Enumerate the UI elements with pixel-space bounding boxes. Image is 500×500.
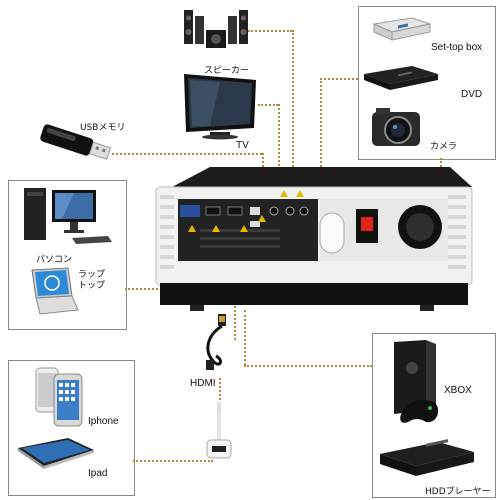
port-arrow-1 <box>188 225 196 232</box>
connector-speaker-v <box>292 30 294 182</box>
port-arrow-2 <box>212 225 220 232</box>
hdd-label: HDDプレーヤー <box>425 487 491 497</box>
connector-pc-h <box>125 288 190 290</box>
port-arrow-6 <box>296 190 304 197</box>
hdmi-label: HDMI <box>190 378 216 389</box>
settop-box-icon <box>372 17 432 41</box>
connector-hdmi-v <box>234 290 236 340</box>
usb-label: USBメモリ <box>80 123 126 133</box>
hdmi-cable-icon <box>206 314 226 370</box>
iphone-icon <box>35 367 83 427</box>
connector-game-h <box>244 365 372 367</box>
laptop-label-text: ラップ トップ <box>78 270 106 291</box>
xbox-icon <box>394 340 439 423</box>
port-arrow-3 <box>240 225 248 232</box>
connector-game-v <box>244 310 246 365</box>
tv-label: TV <box>236 140 249 151</box>
connector-av-v <box>320 78 322 182</box>
camera-icon <box>372 108 420 146</box>
speaker-icon <box>184 10 248 48</box>
projector-icon <box>155 167 473 311</box>
speaker-label: スピーカー <box>204 66 250 76</box>
pc-label: パソコン <box>36 255 73 265</box>
settop-label: Set-top box <box>431 42 483 53</box>
xbox-label: XBOX <box>444 385 472 396</box>
pc-icon <box>24 188 112 244</box>
connector-ipad-h <box>133 460 213 462</box>
iphone-label: Iphone <box>88 416 119 427</box>
port-arrow-5 <box>280 190 288 197</box>
connector-tv-v <box>278 104 280 182</box>
hdd-player-icon <box>380 439 474 476</box>
connector-av-h <box>320 78 358 80</box>
port-arrow-4 <box>258 215 266 222</box>
camera-label: カメラ <box>430 142 458 152</box>
tv-icon <box>184 74 256 140</box>
hdmi-adapter-icon <box>206 402 232 459</box>
dvd-player-icon <box>364 66 438 90</box>
connector-speaker-h <box>248 30 292 32</box>
dvd-label: DVD <box>461 89 483 100</box>
ipad-label: Ipad <box>88 468 108 479</box>
connector-tv-h <box>258 104 278 106</box>
laptop-icon <box>31 267 79 315</box>
connector-usb-h <box>112 153 262 155</box>
connector-ipad-v <box>219 378 221 420</box>
laptop-label: ラップ トップ <box>78 270 118 292</box>
usb-drive-icon <box>40 124 112 160</box>
ipad-icon <box>18 438 94 469</box>
